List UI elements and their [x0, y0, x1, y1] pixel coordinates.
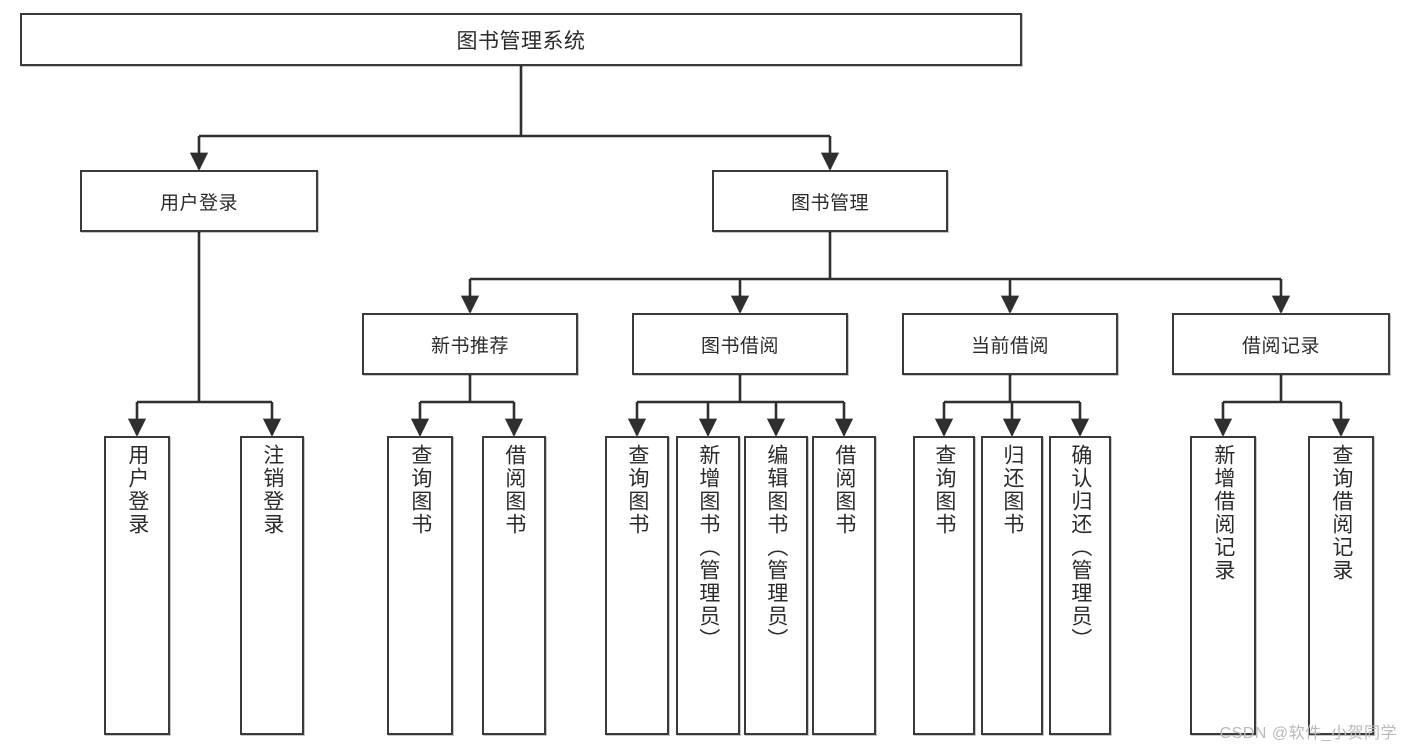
node-label: 确认归还（管理员）	[1068, 444, 1092, 651]
node-label: 查询图书	[932, 444, 956, 536]
node-label: 新书推荐	[430, 335, 509, 357]
node-label: 借阅图书	[502, 444, 526, 536]
node-label: 用户登录	[159, 192, 238, 214]
node-label: 查询借阅记录	[1329, 444, 1353, 582]
node-label: 图书借阅	[700, 335, 779, 357]
node-leaf-borrow-book-bb[interactable]: 借阅图书	[812, 436, 876, 735]
node-borrow-record[interactable]: 借阅记录	[1172, 313, 1390, 375]
node-label: 图书管理	[790, 192, 869, 214]
node-leaf-query-book-bb[interactable]: 查询图书	[605, 436, 669, 735]
node-root[interactable]: 图书管理系统	[20, 13, 1022, 66]
node-leaf-add-book[interactable]: 新增图书（管理员）	[676, 436, 740, 735]
node-leaf-edit-book[interactable]: 编辑图书（管理员）	[744, 436, 808, 735]
node-leaf-logout[interactable]: 注销登录	[240, 436, 304, 735]
node-label: 当前借阅	[970, 335, 1049, 357]
watermark-label: CSDN @软件_小贺同学	[1219, 725, 1397, 742]
node-leaf-query-book-nbr[interactable]: 查询图书	[387, 436, 453, 735]
node-leaf-user-login[interactable]: 用户登录	[104, 436, 170, 735]
node-label: 新增图书（管理员）	[696, 444, 720, 651]
node-leaf-query-book-cb[interactable]: 查询图书	[913, 436, 975, 735]
node-label: 查询图书	[408, 444, 432, 536]
node-current-borrow[interactable]: 当前借阅	[902, 313, 1118, 375]
node-label: 新增借阅记录	[1211, 444, 1235, 582]
node-label: 查询图书	[625, 444, 649, 536]
node-label: 借阅记录	[1241, 335, 1320, 357]
node-leaf-return-book[interactable]: 归还图书	[981, 436, 1043, 735]
node-label: 借阅图书	[832, 444, 856, 536]
node-label: 图书管理系统	[456, 29, 586, 53]
node-leaf-confirm-return[interactable]: 确认归还（管理员）	[1049, 436, 1111, 735]
node-leaf-borrow-book-nbr[interactable]: 借阅图书	[482, 436, 546, 735]
node-book-manage[interactable]: 图书管理	[712, 170, 948, 232]
node-label: 归还图书	[1000, 444, 1024, 536]
node-new-book-recommend[interactable]: 新书推荐	[362, 313, 578, 375]
node-label: 编辑图书（管理员）	[764, 444, 788, 651]
node-label: 用户登录	[125, 444, 149, 536]
node-user-login[interactable]: 用户登录	[80, 170, 318, 232]
node-label: 注销登录	[260, 444, 284, 536]
node-leaf-query-record[interactable]: 查询借阅记录	[1308, 436, 1374, 735]
node-book-borrow[interactable]: 图书借阅	[632, 313, 848, 375]
node-leaf-add-record[interactable]: 新增借阅记录	[1190, 436, 1256, 735]
